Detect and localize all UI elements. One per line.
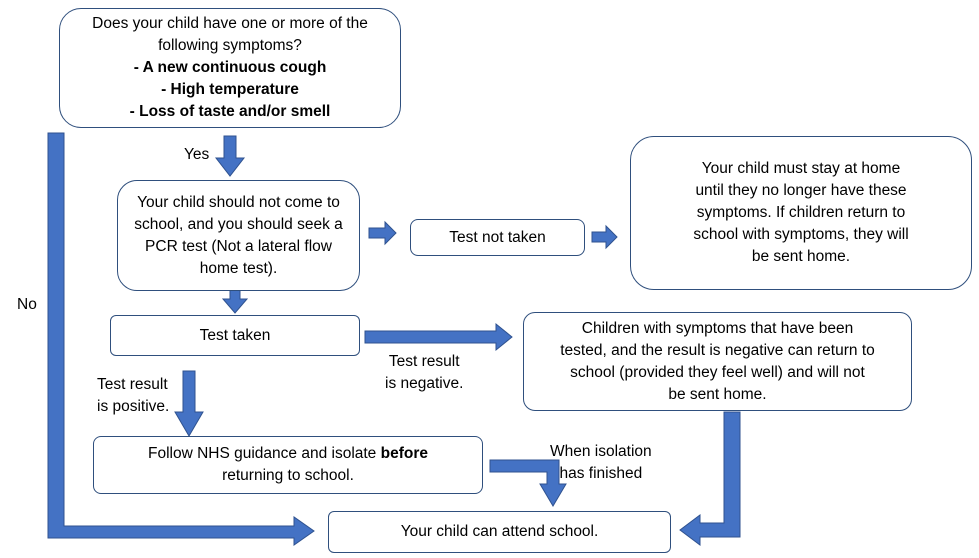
pcr-line-1: Your child should not come to <box>137 193 340 211</box>
pcr-line-4: home test). <box>199 259 278 277</box>
test-taken-label: Test taken <box>199 326 271 344</box>
arrow-to-stay-home <box>591 224 618 250</box>
test-taken-box: Test taken <box>110 315 360 356</box>
negative-label-line-1: Test result <box>388 353 460 370</box>
negative-label-line-2: is negative. <box>385 375 464 392</box>
isolation-finished-label: When isolation has finished <box>550 441 652 485</box>
isolation-label-line-1: When isolation <box>550 443 652 460</box>
attend-school-box: Your child can attend school. <box>328 511 671 553</box>
yes-label: Yes <box>184 146 210 163</box>
stay-home-line-3: symptoms. If children return to <box>696 204 906 221</box>
arrow-no-path <box>47 132 315 546</box>
stay-home-line-2: until they no longer have these <box>695 182 907 199</box>
pcr-test-box: Your child should not come to school, an… <box>117 180 360 291</box>
isolation-label-line-2: has finished <box>559 465 643 482</box>
arrow-to-negative <box>364 322 513 352</box>
isolate-box: Follow NHS guidance and isolate before r… <box>93 436 483 494</box>
arrow-isolation-finished <box>489 459 567 507</box>
stay-home-box: Your child must stay at home until they … <box>630 136 972 290</box>
arrow-to-isolate <box>174 370 204 437</box>
symptom-temperature: - High temperature <box>161 81 299 98</box>
arrow-yes-down <box>214 135 246 177</box>
pcr-line-3: PCR test (Not a lateral flow <box>145 237 332 255</box>
symptom-question-box: Does your child have one or more of the … <box>59 8 401 128</box>
negative-line-2: tested, and the result is negative can r… <box>560 341 875 359</box>
stay-home-line-4: school with symptoms, they will <box>693 226 909 243</box>
positive-label: Test result is positive. <box>97 374 169 418</box>
test-not-taken-label: Test not taken <box>449 228 546 246</box>
isolate-line-1: Follow NHS guidance and isolate before <box>148 443 428 465</box>
isolate-before: before <box>380 445 428 462</box>
arrow-negative-to-attend <box>679 411 741 546</box>
arrow-to-test-taken <box>221 288 249 314</box>
symptom-cough: - A new continuous cough <box>133 59 327 76</box>
positive-label-line-2: is positive. <box>97 398 170 415</box>
positive-label-line-1: Test result <box>97 376 168 393</box>
question-line-2: following symptoms? <box>158 37 302 54</box>
negative-line-4: be sent home. <box>668 385 767 403</box>
arrow-to-not-taken <box>368 220 397 246</box>
stay-home-line-1: Your child must stay at home <box>701 160 901 177</box>
pcr-line-2: school, and you should seek a <box>134 215 343 233</box>
symptom-taste-smell: - Loss of taste and/or smell <box>129 103 331 120</box>
no-label: No <box>17 296 37 313</box>
isolate-text: Follow NHS guidance and isolate <box>147 445 381 462</box>
stay-home-line-5: be sent home. <box>751 248 851 265</box>
negative-result-box: Children with symptoms that have been te… <box>523 312 912 411</box>
question-line-1: Does your child have one or more of the <box>92 15 368 32</box>
isolate-line-2: returning to school. <box>222 467 354 484</box>
negative-label: Test result is negative. <box>385 351 463 395</box>
test-not-taken-box: Test not taken <box>410 219 585 256</box>
negative-line-1: Children with symptoms that have been <box>581 319 854 337</box>
negative-line-3: school (provided they feel well) and wil… <box>570 363 865 381</box>
attend-school-label: Your child can attend school. <box>400 523 599 540</box>
